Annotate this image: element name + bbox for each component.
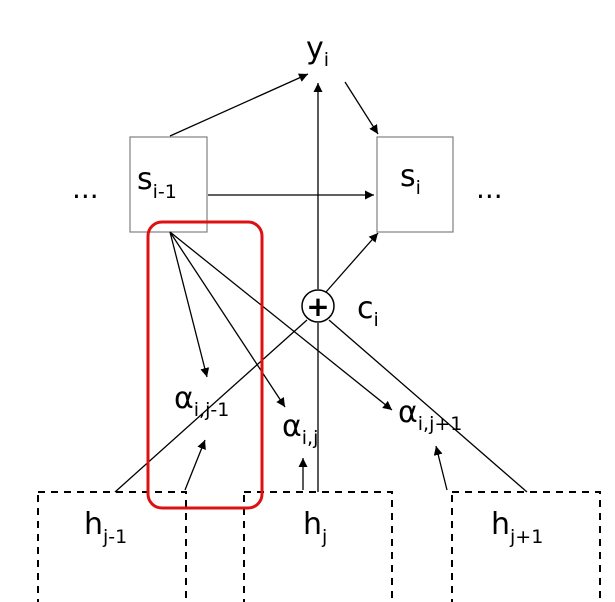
edge-plus-to-s-cur [325, 232, 379, 293]
edges [114, 73, 528, 493]
c-label: ci [357, 291, 379, 331]
s-cur-box [376, 136, 454, 233]
h-next-box [451, 491, 601, 602]
edge-s-prev-to-alpha-cur [169, 231, 286, 408]
h-prev-label: hj-1 [84, 507, 127, 548]
edge-s-prev-to-alpha-next [169, 231, 393, 411]
s-prev-label: si-1 [137, 162, 177, 203]
edge-s-prev-to-y [169, 73, 309, 137]
h-cur-label: hj [303, 507, 327, 548]
s-cur-label: si [400, 159, 421, 199]
h-prev-box [37, 491, 187, 602]
ellipsis-right: ... [476, 172, 503, 205]
alpha-prev-label: αi,j-1 [174, 381, 229, 421]
edge-h-next-to-plus [328, 319, 528, 493]
h-cur-box [243, 491, 393, 602]
h-next-label: hj+1 [491, 507, 543, 548]
ellipsis-left: ... [72, 172, 99, 205]
y-label: yi [306, 31, 329, 71]
plus-sign: + [306, 290, 329, 323]
alpha-next-label: αi,j+1 [398, 395, 462, 435]
sum-node [301, 289, 335, 323]
s-prev-box [129, 136, 208, 233]
alpha-cur-label: αi,j [282, 409, 318, 449]
edge-y-to-s-cur [344, 81, 379, 135]
edge-h-next-to-alpha-next [433, 445, 448, 491]
highlight-box [146, 220, 264, 510]
edge-h-prev-to-alpha-prev [184, 439, 206, 491]
edge-s-prev-to-alpha-prev [169, 231, 210, 378]
